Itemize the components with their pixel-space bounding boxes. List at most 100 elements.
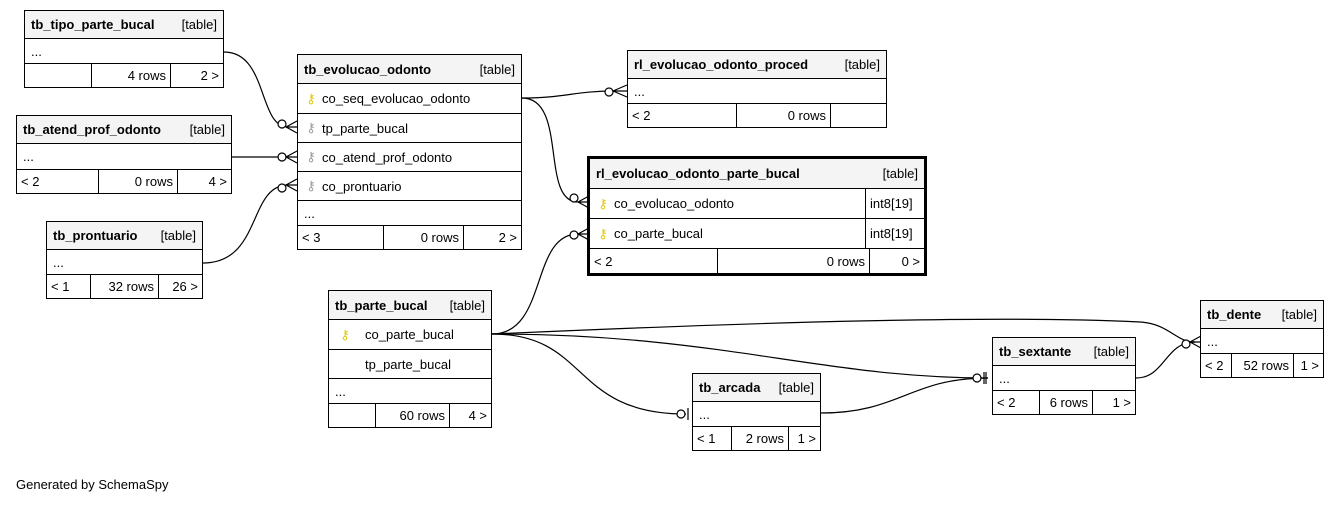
table-tb-sextante[interactable]: tb_sextante [table] ... < 2 6 rows 1 > bbox=[992, 337, 1136, 415]
column-row[interactable]: ⚷ tp_parte_bucal bbox=[298, 114, 521, 143]
table-tb-prontuario[interactable]: tb_prontuario [table] ... < 1 32 rows 26… bbox=[46, 221, 203, 299]
edge-arcada-sextante bbox=[820, 377, 989, 414]
column-name: co_evolucao_odonto bbox=[614, 196, 734, 211]
column-row[interactable]: ⚷ co_evolucao_odonto int8[19] bbox=[590, 189, 924, 219]
column-type: int8[19] bbox=[865, 189, 924, 218]
one-optional-marker bbox=[972, 372, 987, 384]
table-rl-evolucao-odonto-parte-bucal[interactable]: rl_evolucao_odonto_parte_bucal [table] ⚷… bbox=[587, 156, 927, 276]
row-count: 4 rows bbox=[91, 64, 170, 87]
children-count[interactable]: 4 > bbox=[449, 404, 491, 427]
table-footer: 4 rows 2 > bbox=[25, 64, 223, 87]
column-name: co_prontuario bbox=[322, 178, 402, 194]
parents-count[interactable]: < 2 bbox=[1205, 358, 1224, 373]
table-name: tb_dente bbox=[1207, 307, 1262, 322]
edge-parte-bucal-arcada bbox=[491, 333, 687, 415]
row-count: 52 rows bbox=[1231, 354, 1293, 377]
table-type: [table] bbox=[479, 61, 515, 77]
children-count[interactable]: 2 > bbox=[463, 226, 521, 249]
table-footer: < 2 52 rows 1 > bbox=[1201, 354, 1323, 377]
table-name: tb_parte_bucal bbox=[335, 297, 428, 313]
table-type: [table] bbox=[778, 380, 814, 395]
foreign-key-icon: ⚷ bbox=[306, 178, 316, 193]
column-row[interactable]: ⚷ co_atend_prof_odonto bbox=[298, 143, 521, 172]
table-name: tb_evolucao_odonto bbox=[304, 61, 432, 77]
column-row[interactable]: tp_parte_bucal bbox=[329, 350, 491, 379]
parents-count[interactable]: < 2 bbox=[632, 108, 651, 123]
children-count[interactable]: 1 > bbox=[1293, 354, 1323, 377]
primary-key-icon: ⚷ bbox=[598, 225, 608, 241]
column-row[interactable]: ⚷ co_parte_bucal bbox=[329, 320, 491, 350]
column-row[interactable]: ⚷ co_seq_evolucao_odonto bbox=[298, 84, 521, 114]
table-footer: < 2 0 rows bbox=[628, 104, 886, 127]
primary-key-icon: ⚷ bbox=[598, 195, 608, 211]
children-count[interactable]: 4 > bbox=[177, 170, 231, 193]
parents-count[interactable]: < 2 bbox=[997, 395, 1016, 410]
ellipsis-row: ... bbox=[298, 201, 521, 226]
table-type: [table] bbox=[160, 228, 196, 243]
table-tb-tipo-parte-bucal[interactable]: tb_tipo_parte_bucal [table] ... 4 rows 2… bbox=[24, 10, 224, 88]
table-header: tb_atend_prof_odonto [table] bbox=[17, 116, 231, 144]
table-header: tb_parte_bucal [table] bbox=[329, 291, 491, 320]
table-header: rl_evolucao_odonto_proced [table] bbox=[628, 51, 886, 79]
edge-parte-bucal-dente bbox=[491, 318, 1196, 343]
parents-count[interactable] bbox=[25, 64, 91, 87]
table-tb-atend-prof-odonto[interactable]: tb_atend_prof_odonto [table] ... < 2 0 r… bbox=[16, 115, 232, 194]
children-count[interactable]: 0 > bbox=[869, 249, 924, 273]
row-count: 60 rows bbox=[375, 404, 449, 427]
parents-count[interactable]: < 1 bbox=[51, 279, 70, 294]
table-name: rl_evolucao_odonto_parte_bucal bbox=[596, 166, 800, 181]
parents-count[interactable]: < 2 bbox=[21, 174, 40, 189]
row-count: 2 rows bbox=[731, 427, 788, 450]
parents-count[interactable]: < 3 bbox=[302, 230, 321, 245]
table-type: [table] bbox=[449, 297, 485, 313]
table-tb-dente[interactable]: tb_dente [table] ... < 2 52 rows 1 > bbox=[1200, 300, 1324, 378]
row-count: 6 rows bbox=[1039, 391, 1092, 414]
table-name: tb_tipo_parte_bucal bbox=[31, 17, 155, 32]
primary-key-icon: ⚷ bbox=[340, 326, 350, 342]
children-count[interactable]: 2 > bbox=[170, 64, 223, 87]
column-row[interactable]: ⚷ co_prontuario bbox=[298, 172, 521, 201]
row-count: 0 rows bbox=[383, 226, 463, 249]
parents-count[interactable]: < 2 bbox=[594, 253, 613, 269]
children-count bbox=[830, 104, 886, 127]
table-header: tb_sextante [table] bbox=[993, 338, 1135, 366]
crowfoot-marker bbox=[604, 84, 628, 98]
table-footer: < 2 0 rows 4 > bbox=[17, 170, 231, 193]
crowfoot-marker bbox=[277, 150, 298, 164]
children-count[interactable]: 26 > bbox=[158, 275, 202, 298]
table-rl-evolucao-odonto-proced[interactable]: rl_evolucao_odonto_proced [table] ... < … bbox=[627, 50, 887, 128]
edge-evolucao-parte-bucal bbox=[521, 97, 579, 203]
ellipsis-row: ... bbox=[628, 79, 886, 104]
parents-count[interactable]: < 1 bbox=[697, 431, 716, 446]
children-count[interactable]: 1 > bbox=[788, 427, 820, 450]
table-type: [table] bbox=[882, 166, 918, 181]
one-optional-marker bbox=[676, 408, 689, 420]
table-name: tb_arcada bbox=[699, 380, 761, 395]
primary-key-icon: ⚷ bbox=[306, 90, 316, 106]
ellipsis-row: ... bbox=[693, 402, 820, 427]
parents-count bbox=[329, 404, 375, 427]
table-tb-evolucao-odonto[interactable]: tb_evolucao_odonto [table] ⚷ co_seq_evol… bbox=[297, 54, 522, 250]
column-row[interactable]: ⚷ co_parte_bucal int8[19] bbox=[590, 219, 924, 249]
column-name: co_seq_evolucao_odonto bbox=[322, 91, 471, 106]
crowfoot-marker bbox=[277, 178, 298, 193]
edge-tipo-parte-bucal bbox=[223, 51, 289, 128]
table-tb-arcada[interactable]: tb_arcada [table] ... < 1 2 rows 1 > bbox=[692, 373, 821, 451]
table-type: [table] bbox=[844, 57, 880, 72]
ellipsis-row: ... bbox=[47, 250, 202, 275]
table-type: [table] bbox=[1093, 344, 1129, 359]
table-header: tb_tipo_parte_bucal [table] bbox=[25, 11, 223, 39]
table-footer: 60 rows 4 > bbox=[329, 404, 491, 427]
ellipsis-row: ... bbox=[993, 366, 1135, 391]
column-name: tp_parte_bucal bbox=[365, 356, 452, 372]
table-name: tb_sextante bbox=[999, 344, 1072, 359]
table-footer: < 1 2 rows 1 > bbox=[693, 427, 820, 450]
table-footer: < 1 32 rows 26 > bbox=[47, 275, 202, 298]
table-tb-parte-bucal[interactable]: tb_parte_bucal [table] ⚷ co_parte_bucal … bbox=[328, 290, 492, 428]
children-count[interactable]: 1 > bbox=[1092, 391, 1135, 414]
edge-parte-bucal-rl bbox=[491, 233, 579, 335]
ellipsis-row: ... bbox=[329, 379, 491, 404]
foreign-key-icon: ⚷ bbox=[306, 120, 316, 135]
table-type: [table] bbox=[189, 122, 225, 137]
